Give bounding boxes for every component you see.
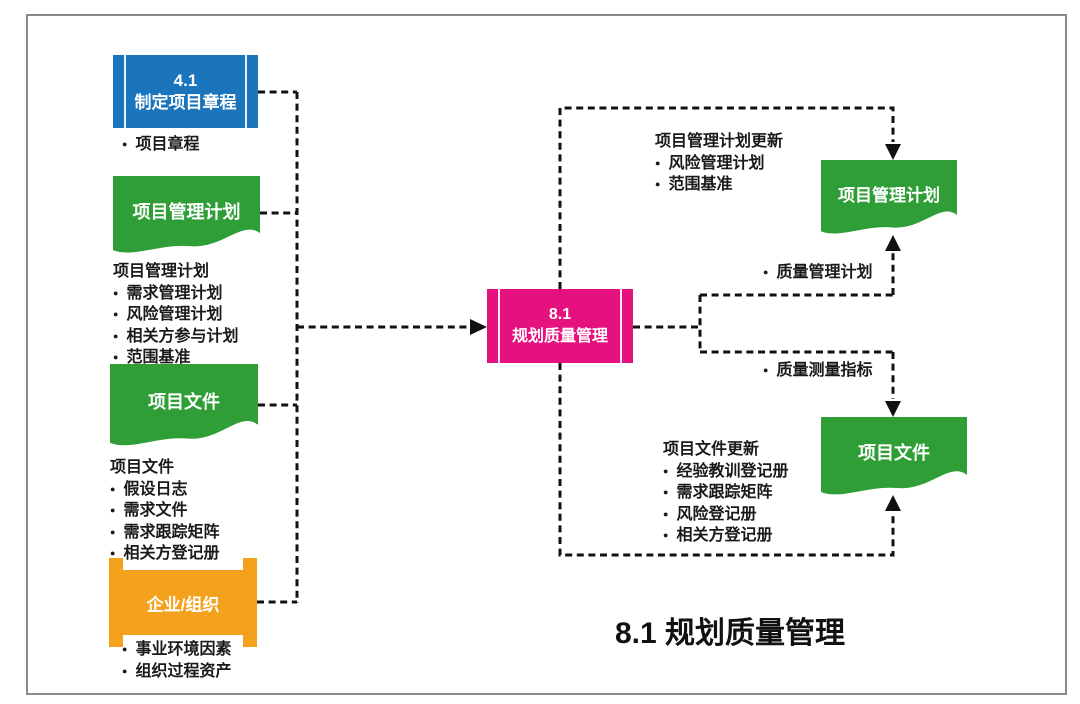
list-header: 项目文件更新: [663, 441, 760, 458]
input-docs-box: 项目文件: [110, 364, 258, 448]
inset-line: [124, 55, 126, 128]
docs-updates-list: 项目文件更新 经验教训登记册 需求跟踪矩阵 风险登记册 相关方登记册: [663, 440, 788, 547]
pm-plan-updates-list: 项目管理计划更新 风险管理计划 范围基准: [655, 132, 783, 196]
document-shape: [821, 160, 957, 234]
list-item: 组织过程资产: [122, 661, 231, 683]
list-header: 项目管理计划更新: [655, 133, 784, 150]
process-box-name: 规划质量管理: [511, 328, 608, 345]
input-docs-list: 项目文件 假设日志 需求文件 需求跟踪矩阵 相关方登记册: [110, 458, 219, 565]
list-item: 事业环境因素: [122, 639, 231, 661]
quality-plan-bullet: 质量管理计划: [763, 262, 872, 284]
list-item: 风险管理计划: [113, 304, 238, 326]
charter-box-name: 制定项目章程: [134, 92, 237, 112]
list-item: 需求管理计划: [113, 283, 238, 305]
list-header: 项目管理计划: [113, 263, 210, 280]
quality-metrics-bullet: 质量测量指标: [763, 360, 872, 382]
document-shape: [113, 176, 260, 253]
inset-line: [620, 289, 622, 363]
charter-box-code: 4.1: [173, 70, 198, 90]
list-item: 范围基准: [655, 174, 783, 196]
charter-box-label: 4.1 制定项目章程: [135, 70, 237, 114]
list-item: 相关方登记册: [663, 525, 788, 547]
scroll-bar: [109, 558, 123, 647]
list-item: 风险管理计划: [655, 153, 783, 175]
document-shape: [110, 364, 258, 446]
process-box-code: 8.1: [548, 306, 572, 323]
list-header: 项目文件: [110, 459, 175, 476]
list-item: 范围基准: [113, 347, 238, 369]
list-item: 需求文件: [110, 500, 219, 522]
list-item: 质量管理计划: [763, 262, 872, 284]
document-shape: [821, 417, 967, 495]
org-input-list: 事业环境因素 组织过程资产: [122, 639, 231, 682]
list-item: 项目章程: [122, 134, 199, 156]
inset-line: [245, 55, 247, 128]
charter-output-list: 项目章程: [122, 134, 199, 156]
pm-plan-box-label: 项目管理计划: [132, 202, 241, 223]
process-box-label: 8.1 规划质量管理: [512, 304, 608, 348]
list-item: 假设日志: [110, 479, 219, 501]
diagram-border: [26, 14, 1067, 695]
list-item: 经验教训登记册: [663, 461, 788, 483]
org-box-label: 企业/组织: [146, 595, 220, 614]
list-item: 相关方参与计划: [113, 326, 238, 348]
output-pm-plan-label: 项目管理计划: [838, 186, 940, 206]
output-docs-label: 项目文件: [858, 443, 930, 464]
list-item: 需求跟踪矩阵: [110, 522, 219, 544]
scroll-bar: [243, 558, 257, 647]
output-pm-plan-box: 项目管理计划: [821, 160, 957, 236]
diagram-caption: 8.1 规划质量管理: [614, 617, 846, 650]
inset-line: [498, 289, 500, 363]
list-item: 相关方登记册: [110, 543, 219, 565]
process-box: 8.1 规划质量管理: [487, 289, 633, 363]
input-org-box: 企业/组织: [109, 558, 257, 647]
list-item: 质量测量指标: [763, 360, 872, 382]
input-pm-plan-list: 项目管理计划 需求管理计划 风险管理计划 相关方参与计划 范围基准: [113, 262, 238, 369]
input-charter-box: 4.1 制定项目章程: [113, 55, 258, 128]
input-pm-plan-box: 项目管理计划: [113, 176, 260, 255]
docs-box-label: 项目文件: [148, 391, 220, 412]
list-item: 风险登记册: [663, 504, 788, 526]
output-docs-box: 项目文件: [821, 417, 967, 497]
list-item: 需求跟踪矩阵: [663, 482, 788, 504]
scroll-body: [123, 570, 243, 635]
